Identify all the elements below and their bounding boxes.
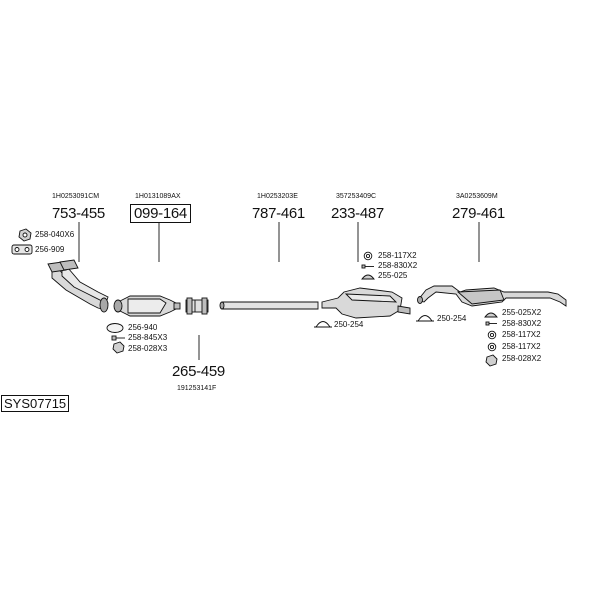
accessory-label[interactable]: 258-830X2 [378,261,418,270]
gasket-icon [11,244,33,255]
ring-gasket-icon [106,323,124,333]
accessory-label[interactable]: 258-117X2 [502,342,541,351]
accessory-label[interactable]: 258-040X6 [35,230,75,239]
system-code-label: SYS07715 [1,395,70,412]
accessory-label[interactable]: 258-117X2 [378,251,417,260]
ring-icon-inner [365,253,371,259]
part-number[interactable]: 787-461 [252,205,305,222]
rear-silencer-part [417,285,567,307]
oe-number: 1H0253203E [257,193,298,200]
accessory-label[interactable]: 250-254 [334,320,364,329]
part-number-selected[interactable]: 099-164 [130,204,191,223]
oe-number: 1H0253091CM [52,193,100,200]
clamp-icon [315,321,331,328]
intermediate-pipe-part [219,301,319,310]
part-number[interactable]: 265-459 [172,363,225,380]
oe-number: 357253409C [336,193,377,200]
accessory-label[interactable]: 258-117X2 [502,330,541,339]
catalytic-converter-part [113,295,181,317]
accessory-label[interactable]: 250-254 [437,314,467,323]
oe-number: 191253141F [177,385,217,392]
accessory-icons [11,228,498,367]
leader-lines [78,222,480,360]
connecting-sleeve-part [185,297,209,315]
bolt-icon [111,335,125,341]
accessory-label[interactable]: 255-025X2 [502,308,542,317]
clamp-icon [417,315,433,322]
part-number[interactable]: 279-461 [452,205,505,222]
accessory-label[interactable]: 258-028X2 [502,354,542,363]
bolt-icon [361,264,374,269]
nut-hole [22,232,28,238]
ring-icon-inner [489,344,495,350]
oe-number: 3A0253609M [456,193,498,200]
part-number[interactable]: 233-487 [331,205,384,222]
accessory-label[interactable]: 256-940 [128,323,158,332]
accessory-label[interactable]: 256-909 [35,245,65,254]
middle-silencer-part [321,287,411,319]
accessory-label[interactable]: 258-845X3 [128,333,168,342]
rubber-mount-icon [361,274,375,280]
accessory-label[interactable]: 255-025 [378,271,408,280]
front-pipe-part [47,259,109,313]
nut-icon [112,341,125,354]
rubber-mount-icon [484,312,498,318]
part-number[interactable]: 753-455 [52,205,105,222]
bolt-icon [485,321,497,326]
ring-icon-inner [489,332,495,338]
nut-icon [485,354,498,367]
oe-number: 1H0131089AX [135,193,181,200]
accessory-label[interactable]: 258-028X3 [128,344,168,353]
accessory-label[interactable]: 258-830X2 [502,319,542,328]
